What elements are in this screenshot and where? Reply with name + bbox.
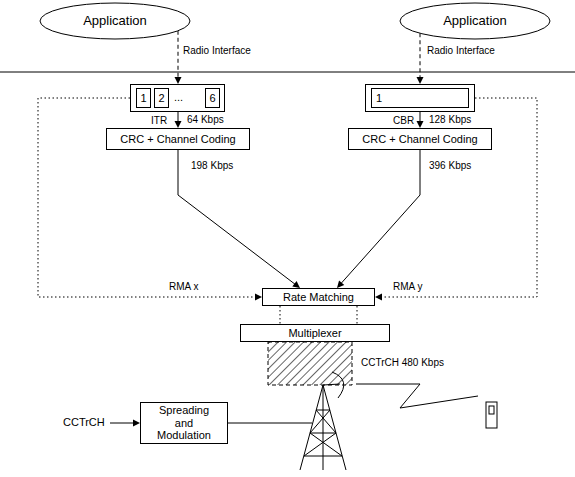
- edge-label: 198 Kbps: [190, 160, 234, 172]
- text-holder: Application: [400, 3, 550, 39]
- process-box: Spreading and Modulation: [140, 402, 228, 444]
- edge-label: Radio Interface: [426, 45, 496, 57]
- text-holder: 2: [155, 89, 168, 107]
- rate-label: CCTrCH 480 Kbps: [360, 357, 445, 369]
- text-holder: CRC + Channel Coding: [349, 129, 491, 149]
- process-box: Rate Matching: [262, 288, 375, 306]
- edge-label: 396 Kbps: [428, 160, 472, 172]
- channel-name: CCTrCH: [62, 416, 106, 429]
- channel-type-label: ITR: [151, 115, 167, 127]
- text-holder: Rate Matching: [263, 289, 374, 305]
- edge-label: 128 Kbps: [428, 114, 472, 126]
- input-arrow: [110, 423, 134, 424]
- text-holder: 6: [206, 89, 219, 107]
- connector: [280, 306, 281, 324]
- layer-separator: [0, 72, 575, 73]
- edge-label: 64 Kbps: [186, 114, 225, 126]
- node-text: Multiplexer: [288, 327, 341, 340]
- text-holder: Multiplexer: [241, 325, 389, 341]
- node-text: Application: [443, 14, 507, 29]
- arrowhead: [133, 420, 140, 427]
- text-holder: 1: [372, 89, 468, 107]
- transport-block: 1: [136, 88, 151, 108]
- edge-label: Radio Interface: [182, 45, 252, 57]
- node-text: Application: [83, 14, 147, 29]
- transport-block: 2: [154, 88, 169, 108]
- connector: [337, 150, 420, 288]
- text-holder: Spreading and Modulation: [141, 403, 227, 443]
- text-holder: 1: [137, 89, 150, 107]
- ellipsis-text: ...: [174, 91, 183, 104]
- feed-line: [228, 423, 312, 424]
- connector: [175, 31, 182, 84]
- node-text: 6: [209, 92, 215, 105]
- connector: [417, 112, 424, 128]
- radio-link: [356, 384, 478, 408]
- text-holder: CRC + Channel Coding: [107, 129, 249, 149]
- text-holder: Application: [40, 3, 190, 39]
- node-text: 1: [140, 92, 146, 105]
- transport-block: 1: [371, 88, 469, 108]
- process-box: Multiplexer: [240, 324, 390, 342]
- process-box: CRC + Channel Coding: [348, 128, 492, 150]
- node-text: Spreading and Modulation: [149, 404, 219, 442]
- transport-buffer: CBR1: [365, 84, 475, 112]
- connector: [175, 112, 182, 128]
- node-text: 1: [376, 92, 382, 105]
- edge-label: RMA x: [168, 281, 199, 293]
- connector: [38, 98, 262, 301]
- application-ellipse: Application: [40, 3, 190, 39]
- process-box: CRC + Channel Coding: [106, 128, 250, 150]
- mobile-phone: [486, 402, 497, 428]
- connector: [357, 306, 358, 324]
- channel-type-label: CBR: [393, 115, 414, 127]
- node-text: CRC + Channel Coding: [362, 133, 477, 146]
- node-text: Rate Matching: [283, 291, 354, 304]
- transport-block: 6: [205, 88, 220, 108]
- node-text: CRC + Channel Coding: [120, 133, 235, 146]
- connector: [178, 150, 300, 288]
- antenna-tower: [300, 372, 346, 470]
- connector: [417, 33, 424, 84]
- application-ellipse: Application: [400, 3, 550, 39]
- transport-buffer: ...ITR126: [130, 84, 225, 112]
- edge-label: RMA y: [392, 281, 423, 293]
- cctrch-frame: [268, 342, 352, 385]
- node-text: 2: [158, 92, 164, 105]
